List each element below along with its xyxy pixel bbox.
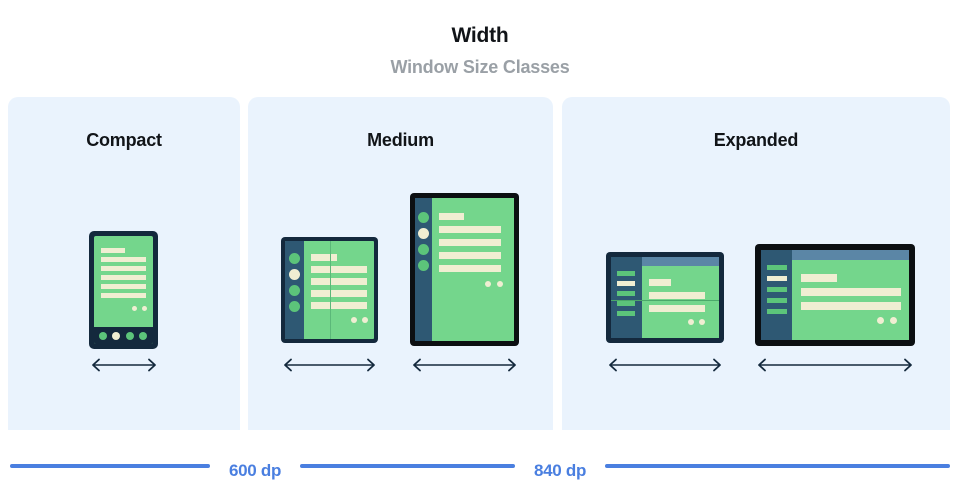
width-arrow-foldable-portrait bbox=[280, 357, 379, 373]
nav-dot bbox=[99, 332, 107, 340]
breakpoint-label-600: 600 dp bbox=[228, 461, 282, 480]
fab-dot bbox=[497, 281, 503, 287]
rail-item bbox=[617, 291, 635, 296]
content-bar bbox=[439, 226, 501, 233]
page-subtitle: Window Size Classes bbox=[390, 57, 570, 77]
rail-item-active bbox=[767, 276, 787, 281]
tablet-landscape-screen bbox=[761, 250, 909, 340]
content-bar bbox=[311, 302, 367, 309]
rail-item bbox=[767, 287, 787, 292]
phone-screen bbox=[94, 236, 153, 344]
foldable-screen bbox=[285, 241, 374, 339]
device-tablet-landscape bbox=[755, 244, 915, 346]
tablet-screen bbox=[415, 198, 514, 341]
rail-dot-active bbox=[289, 269, 300, 280]
foldable-landscape-screen bbox=[611, 257, 719, 338]
content-bar-short bbox=[101, 248, 125, 253]
rail-item bbox=[767, 298, 787, 303]
content-bar bbox=[101, 275, 146, 280]
fab-dot bbox=[688, 319, 694, 325]
navigation-rail bbox=[761, 250, 792, 340]
device-phone-portrait bbox=[89, 231, 158, 349]
breakpoint-label-840: 840 dp bbox=[533, 461, 587, 480]
content-bar bbox=[101, 293, 146, 298]
rail-dot bbox=[289, 301, 300, 312]
content-bar bbox=[801, 302, 901, 310]
rail-dot bbox=[289, 285, 300, 296]
content-bar-short bbox=[311, 254, 337, 261]
width-arrow-tablet-portrait bbox=[409, 357, 520, 373]
content-bar-short bbox=[649, 279, 671, 286]
content-bar bbox=[801, 288, 901, 296]
rail-item bbox=[767, 309, 787, 314]
content-bar-short bbox=[439, 213, 464, 220]
device-tablet-portrait bbox=[410, 193, 519, 346]
content-bar bbox=[649, 292, 705, 299]
content-bar-short bbox=[801, 274, 837, 282]
panel-compact: Compact bbox=[8, 97, 240, 430]
rail-item bbox=[617, 311, 635, 316]
content-bar bbox=[439, 252, 501, 259]
device-foldable-landscape bbox=[606, 252, 724, 343]
panel-label-expanded: Expanded bbox=[713, 130, 799, 150]
breakpoint-scale: 600 dp 840 dp bbox=[0, 453, 960, 483]
nav-dot bbox=[126, 332, 134, 340]
content-bar bbox=[439, 239, 501, 246]
rail-item-active bbox=[617, 281, 635, 286]
page-title: Width bbox=[451, 24, 509, 47]
nav-dot bbox=[139, 332, 147, 340]
rail-dot bbox=[418, 244, 429, 255]
app-top-bar bbox=[792, 250, 909, 260]
panel-label-medium: Medium bbox=[367, 130, 434, 150]
fab-dot bbox=[362, 317, 368, 323]
fab-dot bbox=[132, 306, 137, 311]
rail-item bbox=[617, 301, 635, 306]
fab-dot bbox=[890, 317, 897, 324]
fab-dot bbox=[351, 317, 357, 323]
phone-nav-bar bbox=[94, 327, 153, 344]
fold-crease bbox=[611, 300, 719, 301]
rail-dot bbox=[418, 212, 429, 223]
fold-crease bbox=[330, 241, 331, 339]
rail-dot-active bbox=[418, 228, 429, 239]
width-arrow-tablet-landscape bbox=[754, 357, 916, 373]
navigation-rail bbox=[285, 241, 304, 339]
fab-dot bbox=[877, 317, 884, 324]
content-bar bbox=[101, 284, 146, 289]
content-bar bbox=[311, 278, 367, 285]
fab-dot bbox=[142, 306, 147, 311]
nav-dot-active bbox=[112, 332, 120, 340]
content-bar bbox=[311, 290, 367, 297]
content-bar bbox=[439, 265, 501, 272]
fab-dot bbox=[699, 319, 705, 325]
navigation-rail bbox=[611, 257, 642, 338]
rail-dot bbox=[289, 253, 300, 264]
content-bar bbox=[311, 266, 367, 273]
fab-dot bbox=[485, 281, 491, 287]
content-bar bbox=[101, 257, 146, 262]
header: Width Window Size Classes bbox=[0, 0, 960, 78]
width-arrow-foldable-landscape bbox=[605, 357, 725, 373]
navigation-rail bbox=[415, 198, 432, 341]
panel-medium: Medium bbox=[248, 97, 553, 430]
rail-item bbox=[767, 265, 787, 270]
rail-dot bbox=[418, 260, 429, 271]
scale-rule-segment bbox=[605, 464, 950, 468]
app-top-bar bbox=[642, 257, 719, 266]
width-arrow-compact bbox=[88, 357, 160, 373]
panel-label-compact: Compact bbox=[86, 130, 162, 150]
panel-expanded: Expanded bbox=[562, 97, 950, 430]
scale-rule-segment bbox=[300, 464, 515, 468]
device-foldable-portrait bbox=[281, 237, 378, 343]
scale-rule-segment bbox=[10, 464, 210, 468]
content-bar bbox=[649, 305, 705, 312]
content-bar bbox=[101, 266, 146, 271]
rail-item bbox=[617, 271, 635, 276]
